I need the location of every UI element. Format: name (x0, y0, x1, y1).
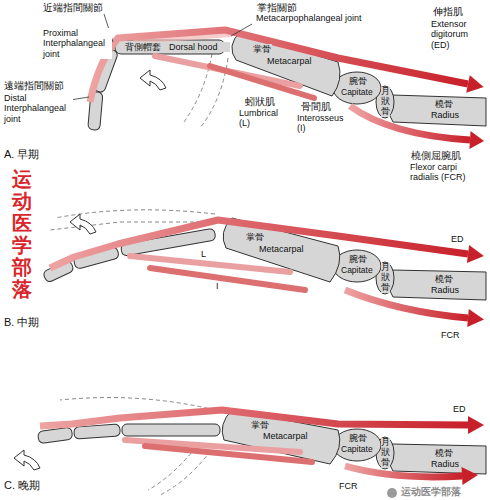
hood-label: Dorsal hood (168, 42, 230, 52)
watermark: 运动医学部落 (12, 168, 32, 300)
tendon-label: FCR (338, 481, 359, 491)
bone-label: Metacarpal (266, 56, 313, 66)
panel-early (70, 14, 486, 149)
tendon-label: ED (452, 404, 467, 414)
stage-label: A. 早期 (3, 148, 40, 161)
arrow-head (468, 416, 484, 434)
joint-label: 近端指間關節 (42, 2, 104, 14)
muscle-label: Extensor digitorum (ED) (430, 19, 487, 50)
tendon-label: FCR (440, 330, 461, 340)
bone-label: 橈骨 (434, 448, 454, 458)
bone-label: 橈骨 (434, 274, 454, 284)
bone-label: Metacarpal (258, 244, 305, 254)
extensor-tendon-arrow (50, 220, 468, 268)
joint-label: Metacarpophalangeal joint (255, 13, 387, 23)
arrow-head (467, 245, 484, 263)
bone-label: Radius (430, 459, 460, 469)
proximal-phalanx (122, 424, 220, 436)
stage-label: C. 晚期 (3, 479, 41, 492)
muscle-label: Lumbrical (L) (238, 108, 288, 129)
radius-bone (388, 444, 486, 474)
interosseus-muscle (150, 268, 305, 290)
arrow-head (469, 131, 484, 149)
tendon-label: ED (450, 234, 465, 244)
radius-bone (388, 95, 486, 126)
muscle-label: Flexor carpi radialis (FCR) (409, 162, 487, 183)
watermark-icon (387, 488, 397, 498)
motion-arrow (140, 70, 166, 90)
bone-label: 腕骨 (348, 254, 368, 264)
bone-label: 掌骨 (250, 420, 270, 430)
bone-label: Metacarpal (262, 431, 309, 441)
bone-label: Capitate (340, 88, 374, 98)
bone-label: 月狀骨 (381, 438, 390, 468)
muscle-label: 骨間肌 (300, 101, 332, 113)
muscle-label: L (200, 249, 207, 259)
interosseus-muscle (210, 66, 314, 98)
radius-bone (388, 270, 486, 300)
bone-label: 月狀骨 (381, 87, 390, 117)
bone-label: 月狀骨 (381, 263, 390, 293)
arrow-head (467, 309, 484, 327)
joint-label: Distal Interphalangeal joint (3, 93, 73, 124)
bone-label: 橈骨 (434, 99, 454, 109)
bone-label: 掌骨 (245, 232, 265, 242)
arrow-head (466, 75, 484, 93)
interosseus-muscle (145, 446, 312, 462)
motion-arrow (70, 214, 96, 234)
motion-arrow (14, 450, 40, 470)
muscle-label: 蚓狀肌 (244, 96, 276, 108)
panel-late (14, 398, 486, 498)
muscle-label: 橈側屈腕肌 (410, 150, 462, 162)
joint-label: 掌指關節 (256, 2, 298, 14)
bone-label: Radius (430, 285, 460, 295)
joint-label: 遠端指間關節 (3, 80, 65, 92)
watermark: 运动医学部落 (400, 486, 462, 498)
muscle-label: 伸指肌 (432, 6, 464, 18)
capitate-bone (333, 429, 381, 461)
muscle-label: Interosseus (I) (296, 113, 350, 134)
bone-label: 腕骨 (348, 76, 368, 86)
distal-phalanx (37, 427, 72, 444)
bone-label: Radius (430, 110, 460, 120)
extensor-tendon-arrow (90, 30, 468, 102)
bone-label: Capitate (340, 266, 374, 276)
joint-label: Proximal Interphalangeal joint (42, 28, 112, 59)
bone-label: Capitate (340, 445, 374, 455)
hood-label: 背側帽套 (124, 42, 162, 52)
panel-middle (42, 210, 486, 327)
bone-label: 掌骨 (252, 44, 272, 54)
muscle-label: I (215, 281, 220, 291)
flexor-tendon-arrow (350, 106, 470, 140)
stage-label: B. 中期 (3, 316, 40, 329)
bone-label: 腕骨 (348, 433, 368, 443)
arrow-head (462, 467, 479, 485)
leader-line (231, 24, 252, 36)
